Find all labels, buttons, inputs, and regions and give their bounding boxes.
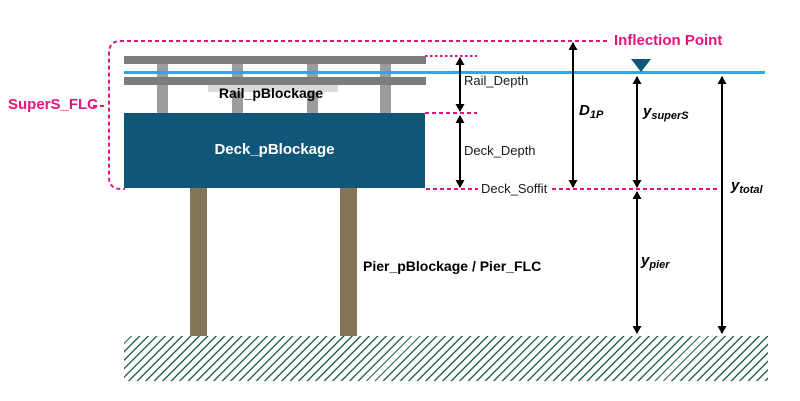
y-pier-sub: pier (649, 259, 670, 271)
y-supers-label: ysuperS (643, 103, 689, 122)
riverbed-ground (124, 336, 768, 381)
pier-pblockage-label: Pier_pBlockage / Pier_FLC (363, 258, 542, 274)
pier-left (190, 188, 207, 336)
water-surface-line (124, 71, 765, 74)
pier-right (340, 188, 357, 336)
rail-pblockage-label: Rail_pBlockage (218, 85, 324, 101)
supers-flc-label: SuperS_FLC (8, 96, 99, 113)
d1p-sub: 1P (589, 109, 604, 121)
y-supers-sub: superS (651, 110, 689, 122)
deck-pblockage-label: Deck_pBlockage (214, 141, 335, 158)
rail-post-1 (157, 58, 168, 113)
water-surface-marker-icon (631, 59, 651, 72)
y-total-label: ytotal (731, 177, 763, 196)
inflection-point-label: Inflection Point (614, 32, 723, 49)
y-total-sub: total (739, 184, 763, 196)
rail-depth-label: Rail_Depth (464, 73, 529, 88)
y-total-base: y (731, 177, 740, 194)
rail-top-bar (124, 56, 426, 64)
deck-soffit-label: Deck_Soffit (481, 181, 548, 196)
y-pier-label: ypier (641, 252, 670, 271)
rail-post-4 (380, 58, 391, 113)
deck-depth-label: Deck_Depth (464, 143, 536, 158)
d1p-label: D1P (579, 102, 604, 121)
rail-mid-bar (124, 77, 426, 85)
y-supers-base: y (643, 103, 652, 120)
y-pier-base: y (641, 252, 650, 269)
d1p-base: D (579, 102, 590, 119)
